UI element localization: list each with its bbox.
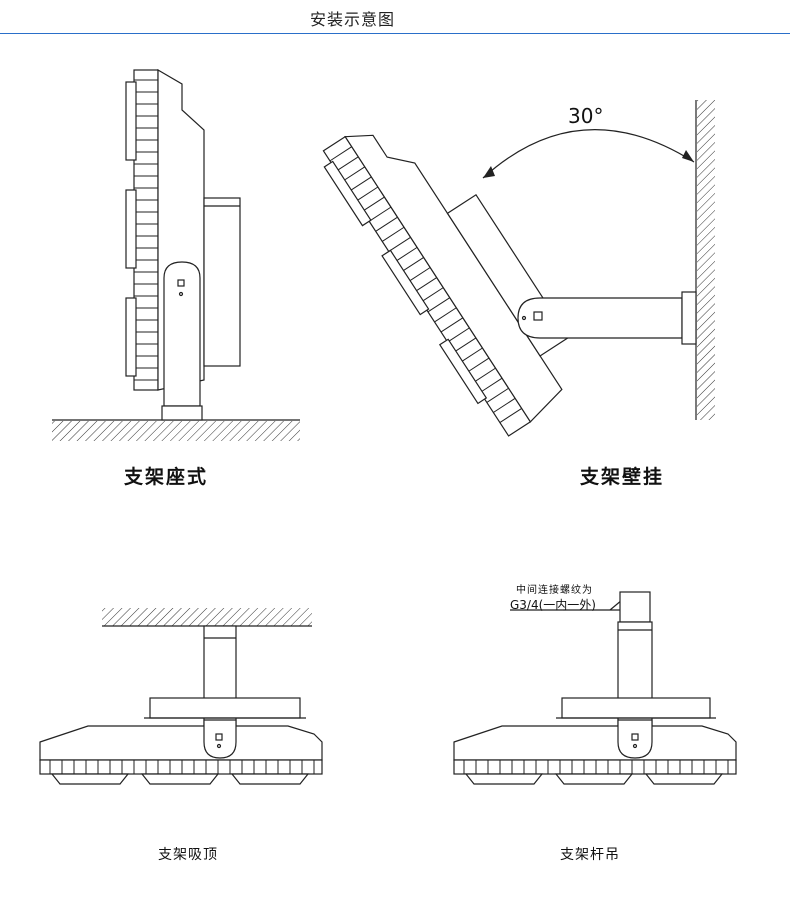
floor-mount-caption: 支架座式 bbox=[124, 466, 209, 488]
wall-mount-drawing bbox=[322, 100, 715, 437]
ceiling-hatch bbox=[102, 608, 312, 626]
angle-arc bbox=[482, 129, 695, 179]
thread-note-line2: G3/4(一内一外) bbox=[510, 598, 596, 612]
ceiling-mount-caption: 支架吸顶 bbox=[158, 847, 218, 863]
ground-hatch bbox=[52, 421, 300, 441]
fin-ticks bbox=[134, 79, 158, 381]
title-divider bbox=[0, 33, 790, 34]
page-title: 安装示意图 bbox=[309, 10, 395, 29]
angle-label: 30° bbox=[568, 104, 604, 128]
pole-mount-caption: 支架杆吊 bbox=[560, 847, 620, 863]
thread-note-line1: 中间连接螺纹为 bbox=[516, 585, 593, 596]
ceiling-mount-drawing bbox=[39, 608, 323, 785]
wall-mount-caption: 支架壁挂 bbox=[580, 466, 665, 488]
pole-mount-drawing bbox=[453, 591, 737, 785]
floor-mount-drawing bbox=[52, 68, 300, 441]
wall-hatch bbox=[697, 100, 715, 420]
